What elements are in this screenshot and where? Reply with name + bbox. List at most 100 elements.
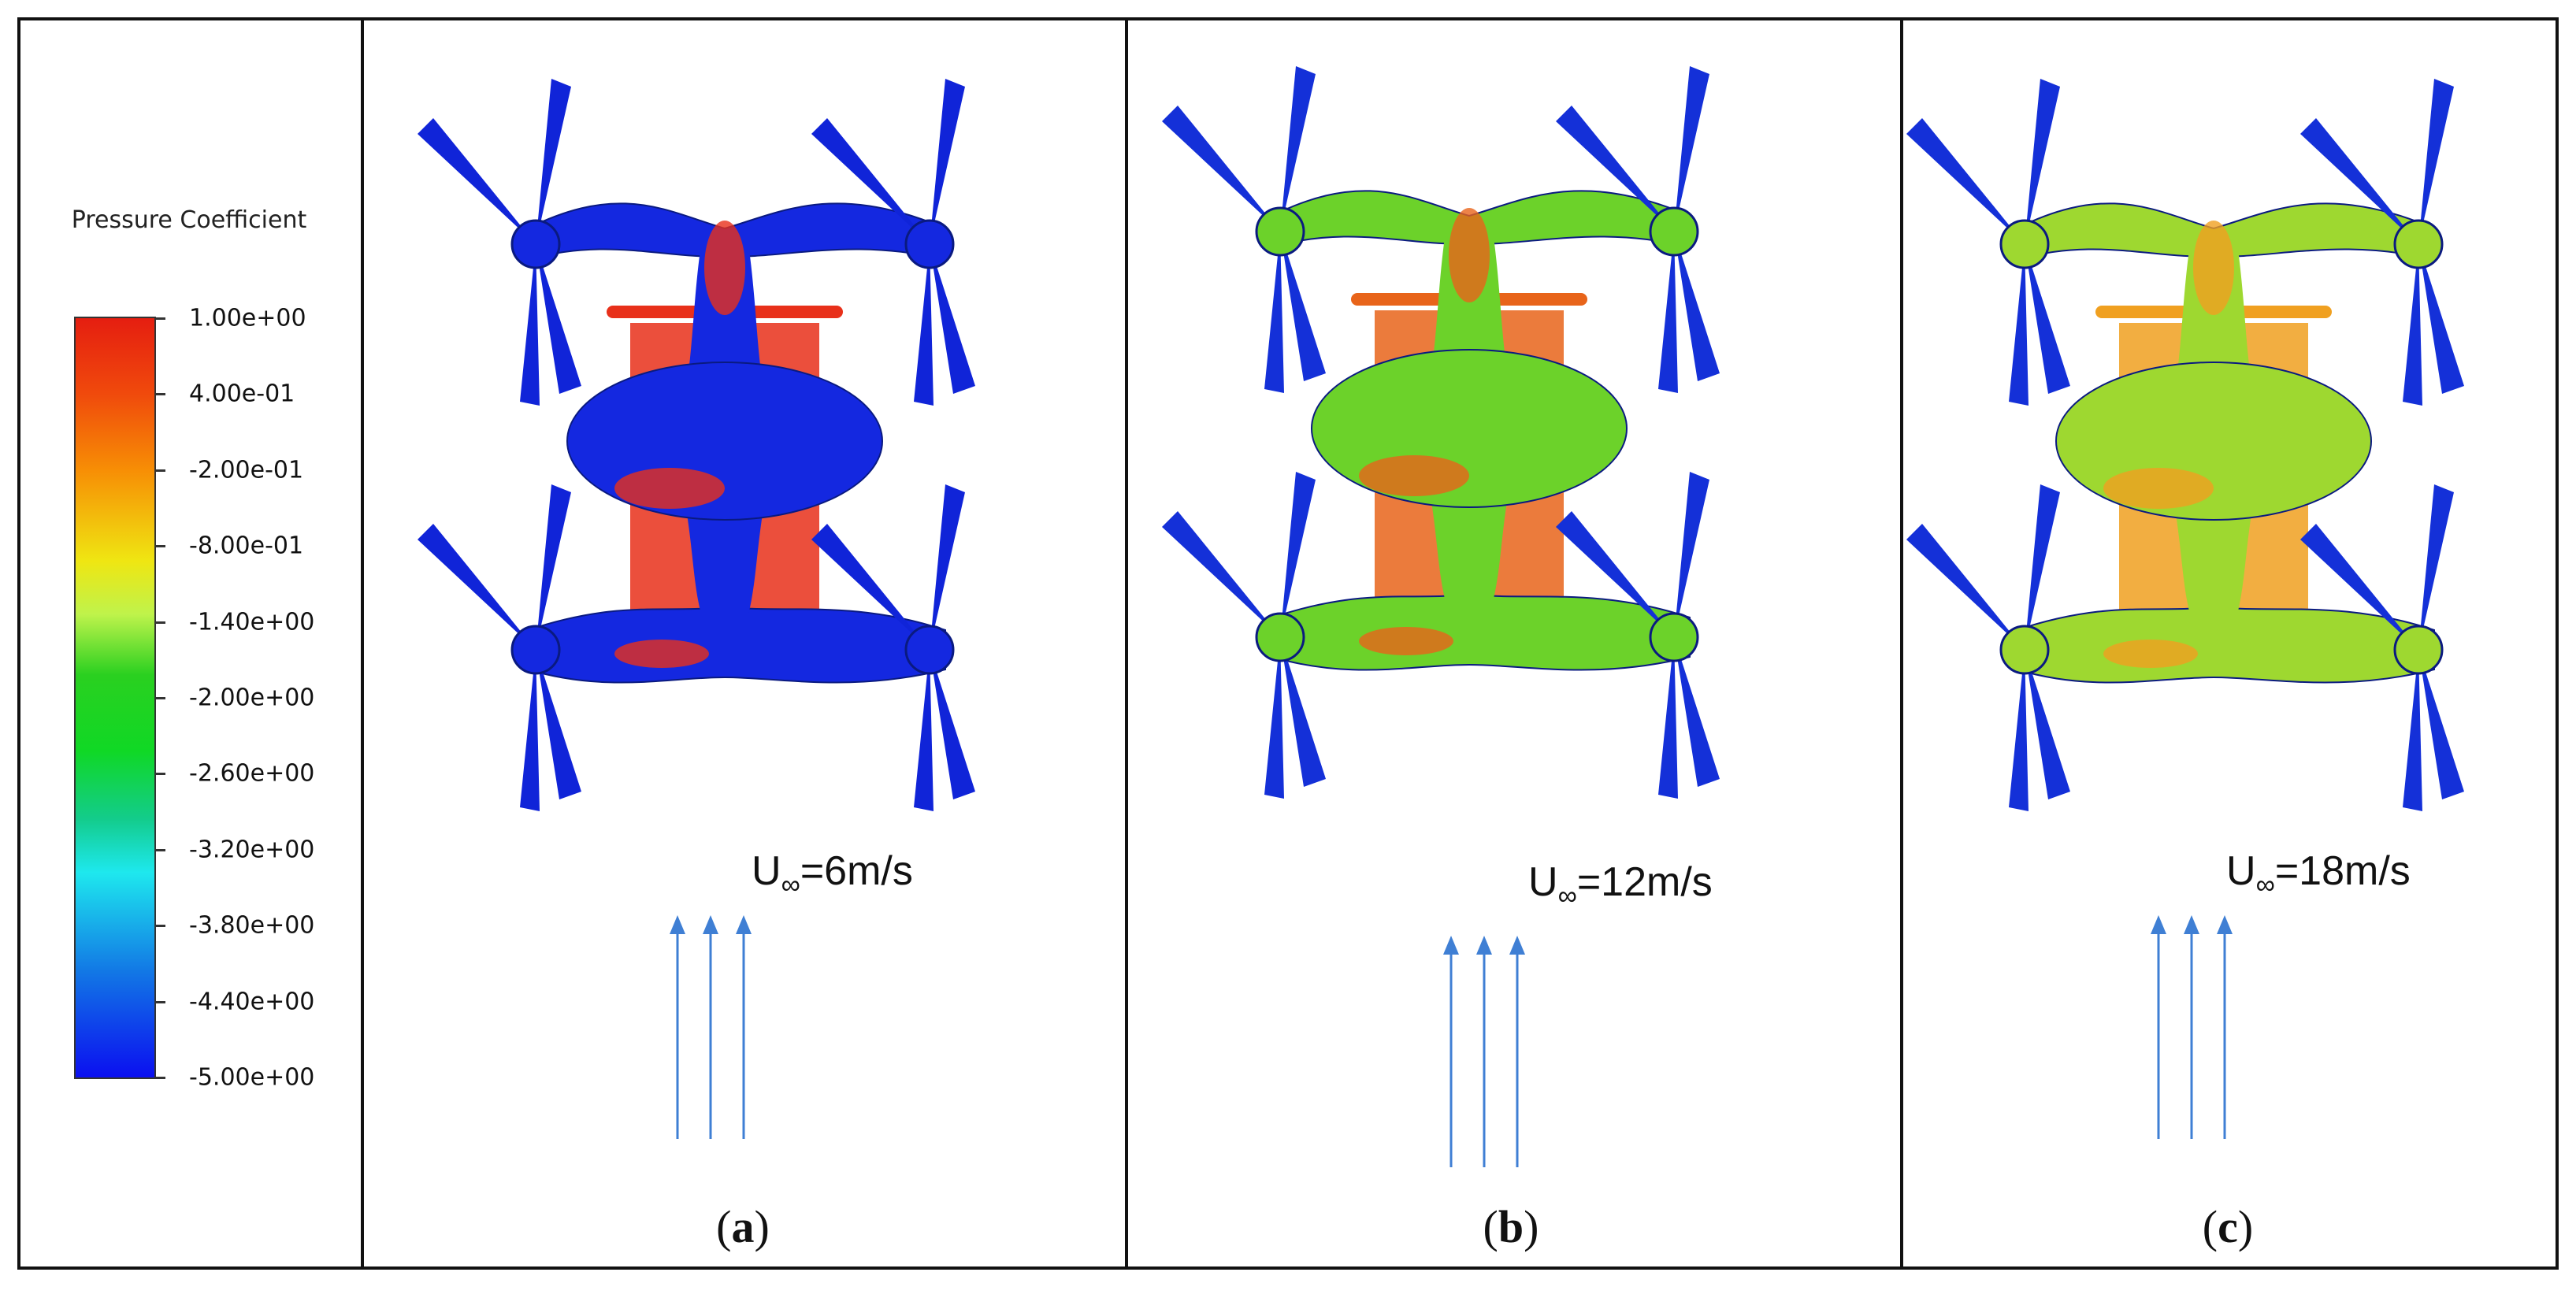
propeller-blade [811,524,930,650]
colorbar-tick [156,317,165,320]
propeller-blade [2300,524,2418,650]
freestream-arrows-c [2151,915,2233,1139]
colorbar-tick-label: 4.00e-01 [189,380,295,408]
figure-frame [17,17,2559,1270]
propeller-blade [1906,524,2025,650]
propeller-blade [1674,66,1709,232]
rear-arm [527,605,946,684]
lower-spine [685,504,764,614]
propeller-blade [418,118,536,244]
freestream-arrow-head [2151,915,2166,934]
propeller-blade [914,244,934,406]
lower-spine [2174,504,2253,614]
propeller-blade [930,650,975,799]
colorbar-tick-label: -3.20e+00 [189,836,315,864]
propeller-blade [1162,511,1280,637]
fuselage-high-pressure-spot [1359,455,1469,496]
propeller-blade [2025,484,2060,650]
spine-high-pressure-spot [2193,221,2234,315]
propeller-blade [2418,650,2464,799]
freestream-arrow-head [2217,915,2233,934]
motor-hub [1649,612,1699,662]
upper-spine [1430,232,1509,381]
divider-a-b [1125,17,1128,1270]
propeller-blade [1556,106,1674,232]
freestream-arrow-head [670,915,685,934]
panel-label-a: (a) [716,1201,770,1252]
propeller-blade [1658,637,1678,799]
freestream-arrow-head [2184,915,2199,934]
propeller-blade [930,79,965,244]
freestream-arrows-b [1443,936,1525,1167]
propeller-blade [1556,511,1674,637]
propeller-blade [418,524,536,650]
propeller-blade [2418,484,2454,650]
propeller-blade [536,79,571,244]
speed-subscript: ∞ [1557,881,1577,911]
drone-pressure-map-a [418,79,975,811]
motor-hub [1999,625,2050,675]
propeller-blade [2009,650,2029,811]
fuselage [2055,362,2372,521]
propeller-blade [1674,232,1720,381]
colorbar-tick [156,1000,165,1003]
propeller-blade [1674,637,1720,787]
colorbar-tick [156,469,165,472]
fuselage-high-pressure-spot [2103,468,2214,509]
propeller-blade [1280,66,1316,232]
speed-symbol: U [1528,859,1558,905]
propeller-blade [1906,118,2025,244]
panel-label-c: (c) [2202,1201,2254,1252]
colorbar-tick [156,848,165,851]
speed-subscript: ∞ [781,870,800,900]
propeller-blade [1280,472,1316,637]
colorbar-tick [156,621,165,624]
freestream-arrow-head [1443,936,1459,955]
speed-label-a: U∞=6m/s [752,847,913,900]
upper-spine [2174,244,2253,394]
propeller-blade [2418,244,2464,394]
speed-value: =12m/s [1576,859,1713,905]
fuselage-high-pressure-spot [614,468,725,509]
motor-hub [1255,612,1305,662]
speed-symbol: U [2226,848,2256,894]
freestream-arrow-head [1476,936,1492,955]
propeller-blade [914,650,934,811]
speed-symbol: U [752,848,781,894]
fuselage [566,362,883,521]
freestream-arrow-head [703,915,718,934]
divider-legend [361,17,364,1270]
upper-spine [685,244,764,394]
motor-hub [1255,206,1305,257]
colorbar-tick [156,773,165,776]
divider-b-c [1900,17,1903,1270]
propeller-blade [1280,232,1326,381]
propeller-blade [520,650,540,811]
motor-hub [2393,625,2444,675]
colorbar-tick-label: -4.40e+00 [189,988,315,1016]
colorbar-tick-label: -3.80e+00 [189,911,315,940]
propeller-blade [2403,650,2422,811]
speed-value: =18m/s [2274,848,2411,894]
pressure-colorbar [74,317,156,1079]
motor-hub [2393,219,2444,269]
colorbar-tick-label: -2.60e+00 [189,759,315,788]
propeller-blade [2025,650,2070,799]
speed-label-b: U∞=12m/s [1528,859,1713,911]
colorbar-tick-label: 1.00e+00 [189,304,306,332]
colorbar-tick [156,1077,165,1079]
propeller-blade [536,244,581,394]
motor-hub [1999,219,2050,269]
colorbar-tick [156,925,165,928]
propeller-blade [1674,472,1709,637]
panel-label-b: (b) [1483,1201,1539,1252]
propeller-blade [1162,106,1280,232]
speed-label-c: U∞=18m/s [2226,847,2411,900]
colorbar-tick-label: -1.40e+00 [189,608,315,636]
propeller-blade [2025,244,2070,394]
propeller-blade [1280,637,1326,787]
propeller-blade [1264,232,1284,393]
propeller-blade [1658,232,1678,393]
colorbar-tick [156,393,165,396]
motor-hub [904,625,955,675]
